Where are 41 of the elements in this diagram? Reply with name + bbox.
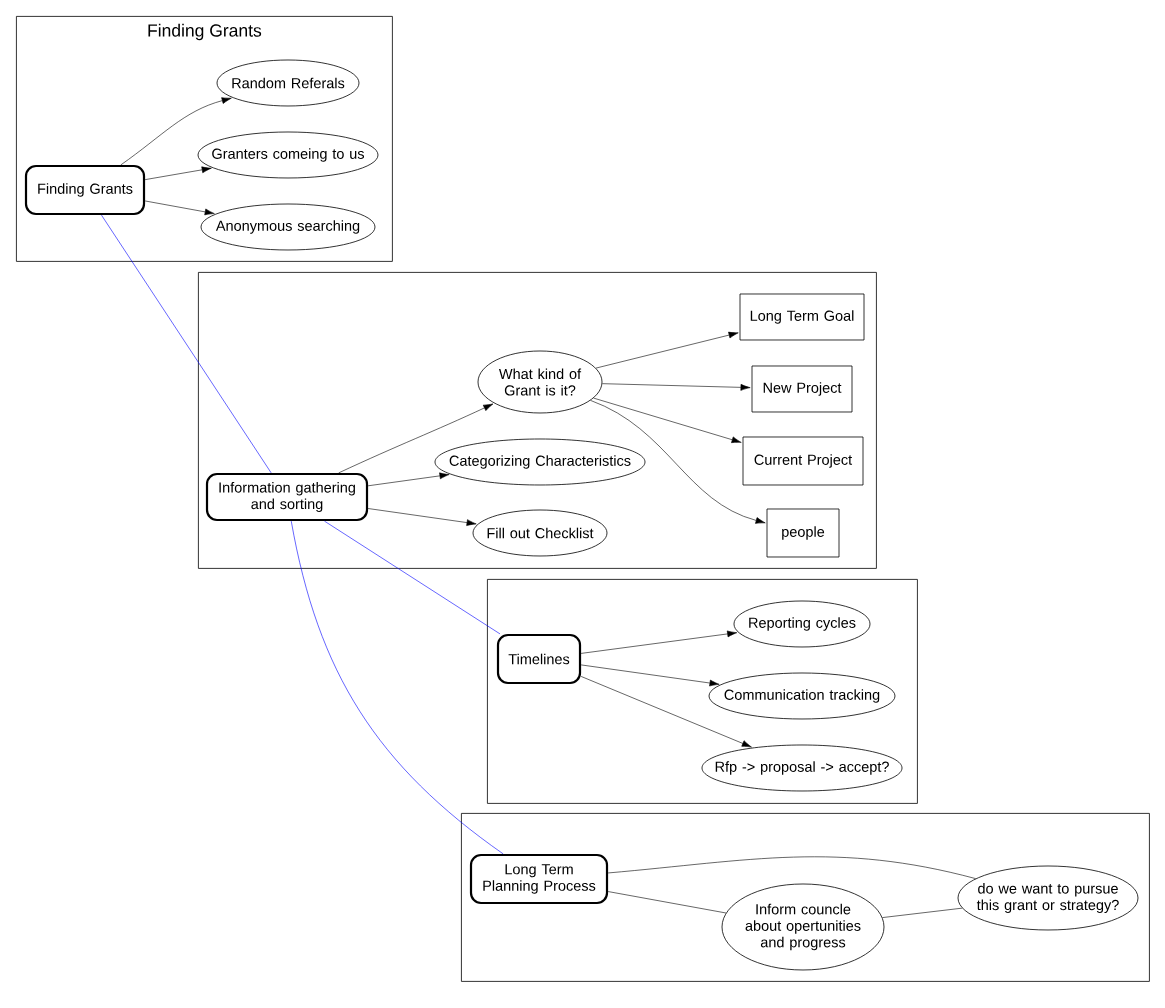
group-frame <box>461 813 1150 982</box>
ellipse-node: Rfp -> proposal -> accept? <box>701 744 903 792</box>
arrow <box>144 166 212 180</box>
ellipse-node: Granters comeing to us <box>197 131 379 179</box>
connector-line <box>101 214 272 474</box>
connector-line <box>607 856 976 879</box>
arrow <box>120 97 232 166</box>
process-box: Information gathering and sorting <box>205 472 369 522</box>
arrow <box>367 472 450 487</box>
box-node: Long Term Goal <box>739 293 865 341</box>
arrow <box>144 200 215 216</box>
arrow <box>593 397 742 443</box>
arrow <box>580 676 752 748</box>
box-node: New Project <box>751 365 853 413</box>
ellipse-node: What kind of Grant is it? <box>477 350 603 414</box>
box-node: Current Project <box>742 436 864 486</box>
arrow <box>590 400 766 524</box>
arrow <box>367 508 477 526</box>
connector-line <box>290 520 504 855</box>
group-frame <box>487 579 918 804</box>
connector-line <box>607 891 727 914</box>
ellipse-node: Reporting cycles <box>733 600 871 648</box>
connector-line <box>882 907 963 918</box>
arrow <box>602 383 751 391</box>
arrow <box>338 403 494 474</box>
process-box: Finding Grants <box>24 164 146 216</box>
group-frame <box>198 272 877 569</box>
arrow <box>595 331 739 369</box>
connector-line <box>324 520 501 635</box>
ellipse-node: Inform councle about opertunities and progress <box>721 883 885 971</box>
arrow <box>580 630 738 654</box>
box-node: people <box>766 508 840 558</box>
ellipse-node: Categorizing Characteristics <box>434 438 646 486</box>
ellipse-node: do we want to pursue this grant or strategy? <box>957 865 1139 931</box>
arrow <box>580 664 720 687</box>
process-box: Long Term Planning Process <box>469 853 609 905</box>
ellipse-node: Random Referals <box>216 59 360 107</box>
process-box: Timelines <box>496 633 582 685</box>
ellipse-node: Fill out Checklist <box>472 509 608 557</box>
ellipse-node: Communication tracking <box>708 672 896 720</box>
ellipse-node: Anonymous searching <box>200 203 376 251</box>
